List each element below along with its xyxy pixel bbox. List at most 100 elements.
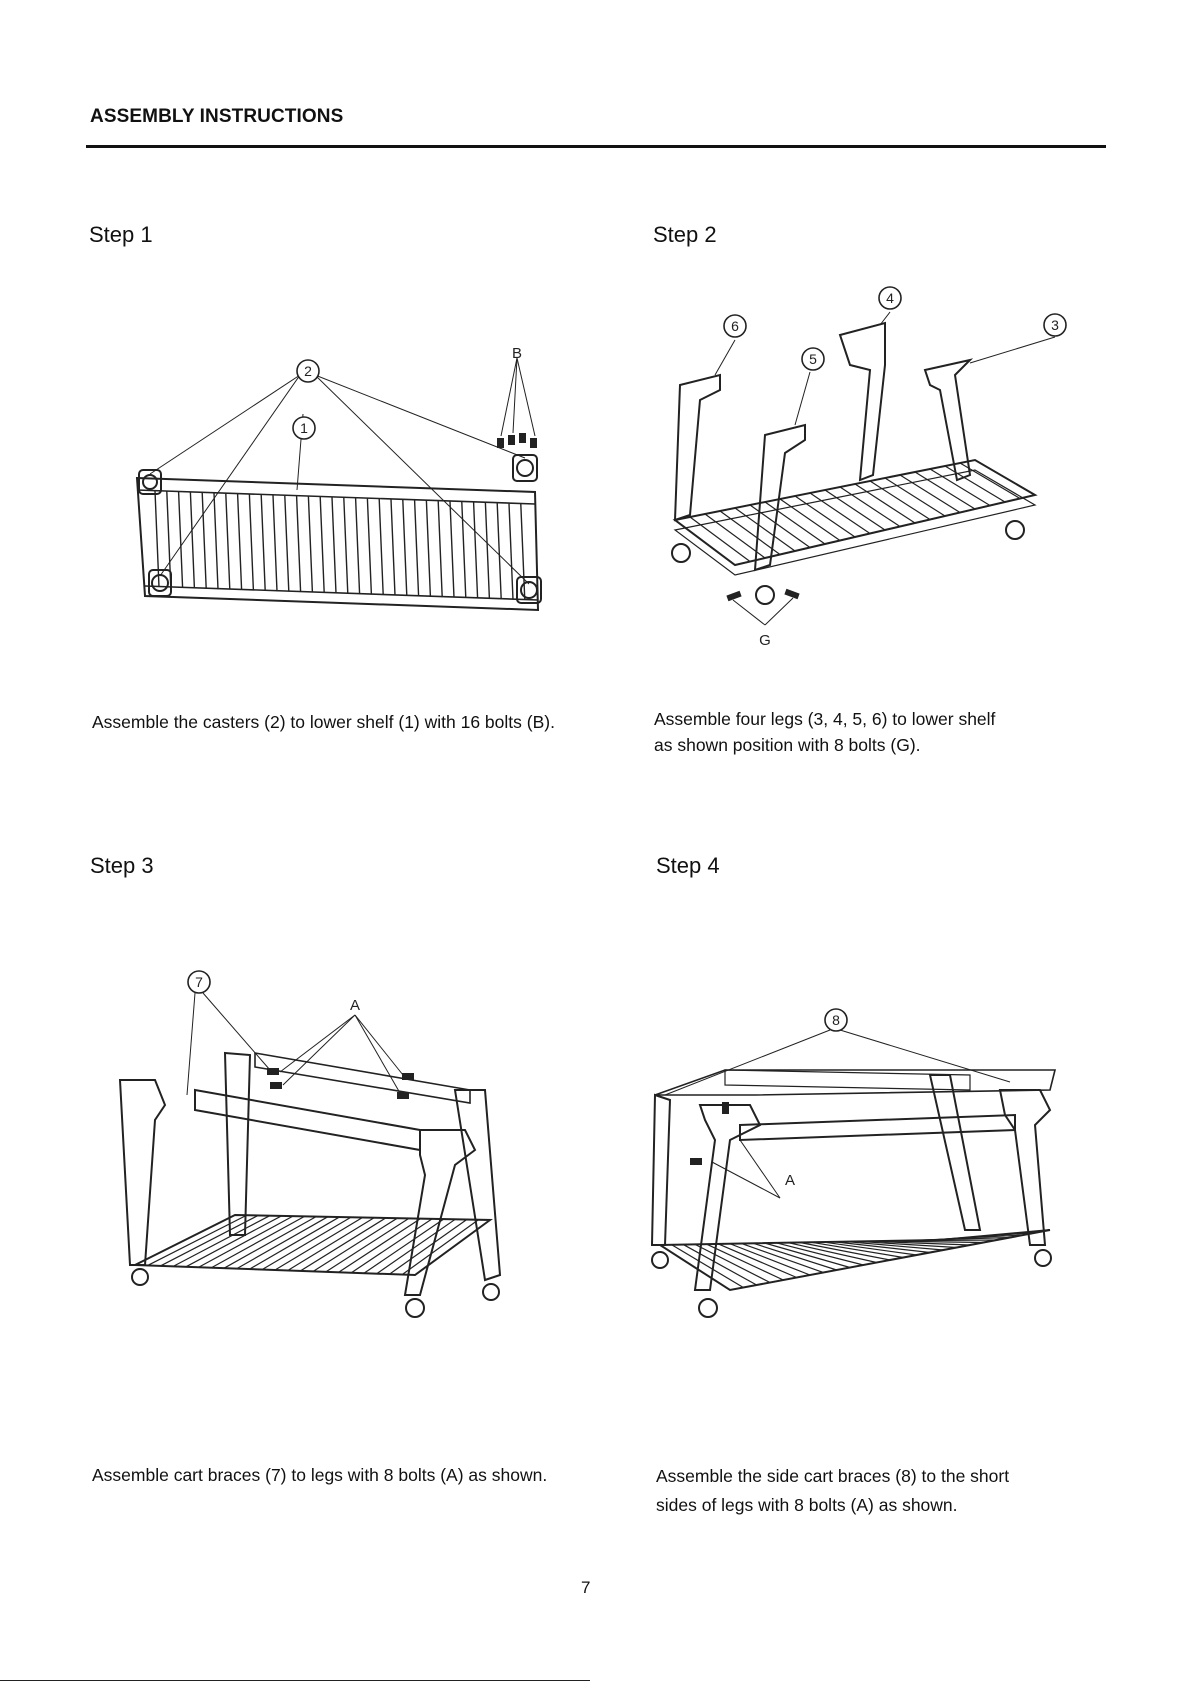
slat-line: [472, 502, 479, 599]
step-1-bolt-letter: B: [512, 345, 522, 362]
slat-line: [389, 1219, 468, 1275]
step-2-callout-4: 4: [886, 290, 894, 306]
step-2-callout-6: 6: [731, 318, 739, 334]
slat-line: [236, 493, 243, 590]
step-1-callout-1: 1: [300, 420, 308, 436]
slat-line: [284, 495, 290, 592]
slat-line: [248, 494, 255, 591]
slat-line: [929, 468, 991, 507]
slat-line: [300, 1217, 386, 1272]
step-4-diagram: 8 A: [640, 990, 1080, 1320]
slat-line: [211, 1215, 305, 1269]
slat-line: [376, 1218, 456, 1275]
step-3-caption-line: Assemble cart braces (7) to legs with 8 …: [92, 1465, 548, 1485]
slat-line: [366, 498, 373, 595]
slat-line: [689, 516, 751, 562]
slat-line: [899, 474, 961, 514]
step-2-bolt-letter: G: [759, 632, 771, 649]
step-1-label: Step 1: [89, 222, 153, 247]
slat-line: [858, 1240, 957, 1249]
slat-line: [683, 1244, 757, 1286]
step-1-caption-line: Assemble the casters (2) to lower shelf …: [92, 712, 555, 732]
slat-line: [788, 1242, 877, 1264]
slat-line: [223, 1216, 317, 1269]
slat-line: [449, 501, 455, 598]
slat-line: [307, 496, 314, 593]
step-4-caption-line: sides of legs with 8 bolts (A) as shown.: [656, 1495, 958, 1515]
slat-line: [236, 1216, 329, 1270]
slat-line: [809, 492, 871, 534]
slat-line: [718, 1243, 797, 1279]
slat-line: [287, 1217, 375, 1271]
step-2-label: Step 2: [653, 222, 717, 247]
slat-line: [914, 471, 976, 510]
slat-line: [274, 1216, 363, 1271]
step-1-diagram: 2 1 B: [125, 340, 565, 630]
slat-line: [225, 493, 231, 590]
slat-line: [764, 501, 826, 545]
slat-line: [734, 507, 796, 552]
slat-line: [351, 1218, 433, 1274]
slat-line: [928, 1231, 1037, 1241]
slat-line: [354, 498, 361, 595]
step-2-callout-5: 5: [809, 351, 817, 367]
step-4-caption: Assemble the side cart braces (8) to the…: [656, 1462, 1009, 1520]
header-divider: [86, 145, 1106, 148]
slat-line: [694, 1243, 771, 1284]
step-2-caption-line: Assemble four legs (3, 4, 5, 6) to lower…: [654, 709, 996, 729]
slat-line: [764, 1242, 851, 1269]
slat-line: [704, 513, 766, 559]
step-4-caption-line: Assemble the side cart braces (8) to the…: [656, 1466, 1010, 1486]
step-3-bolt-letter: A: [350, 997, 360, 1014]
slat-line: [331, 497, 337, 594]
slat-line: [401, 1219, 479, 1276]
step-2-caption-line: as shown position with 8 bolts (G).: [654, 735, 921, 755]
step-2-callout-3: 3: [1051, 317, 1059, 333]
slat-line: [869, 480, 931, 521]
footer-divider: [0, 1680, 590, 1681]
step-1-caption: Assemble the casters (2) to lower shelf …: [92, 709, 555, 735]
slat-line: [846, 1241, 944, 1251]
step-3-label: Step 3: [90, 853, 154, 878]
slat-line: [779, 498, 841, 541]
page-number: 7: [581, 1578, 591, 1597]
slat-line: [201, 492, 207, 589]
slat-line: [390, 499, 396, 596]
slat-line: [160, 1214, 259, 1267]
slat-line: [719, 510, 781, 555]
slat-line: [508, 503, 514, 600]
step-4-callout-8: 8: [832, 1012, 840, 1028]
slat-line: [172, 1215, 271, 1267]
step-3-caption: Assemble cart braces (7) to legs with 8 …: [92, 1462, 547, 1488]
step-3-callout-7: 7: [195, 974, 203, 990]
slat-line: [839, 486, 901, 528]
slat-line: [261, 1216, 352, 1271]
slat-line: [834, 1241, 931, 1254]
slat-line: [671, 1244, 744, 1289]
slat-line: [198, 1215, 294, 1268]
slat-line: [295, 496, 302, 593]
slat-line: [338, 1218, 421, 1273]
slat-line: [799, 1241, 891, 1261]
slat-line: [437, 501, 443, 598]
step-2-caption: Assemble four legs (3, 4, 5, 6) to lower…: [654, 706, 995, 758]
page-title: ASSEMBLY INSTRUCTIONS: [90, 106, 344, 127]
slat-line: [884, 477, 946, 517]
step-1-callout-2: 2: [304, 363, 312, 379]
slat-line: [869, 1240, 971, 1246]
slat-line: [484, 502, 491, 599]
slat-line: [854, 483, 916, 524]
step-3-diagram: 7 A: [115, 965, 545, 1335]
slat-line: [824, 489, 886, 531]
slat-line: [189, 492, 196, 589]
slat-line: [706, 1243, 784, 1281]
slat-line: [794, 495, 856, 538]
slat-line: [741, 1242, 824, 1274]
slat-line: [177, 491, 184, 588]
slat-line: [319, 496, 325, 593]
slat-line: [185, 1215, 282, 1268]
slat-line: [729, 1243, 811, 1276]
step-4-bolt-letter: A: [785, 1172, 795, 1189]
slat-line: [776, 1242, 864, 1266]
slat-line: [425, 500, 432, 597]
